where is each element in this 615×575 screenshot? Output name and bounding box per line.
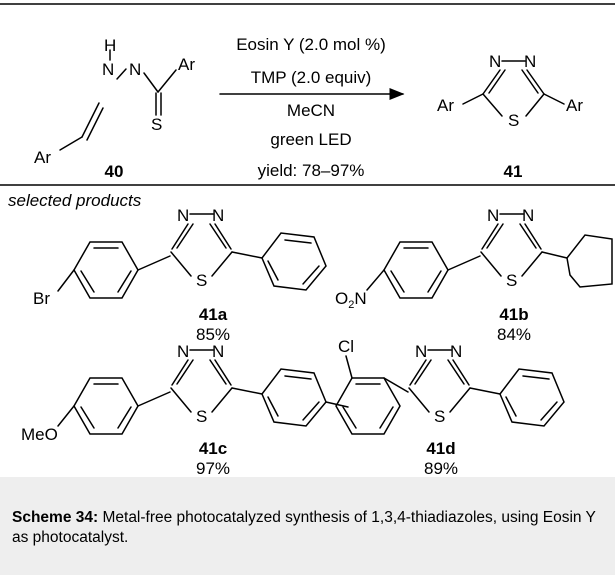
atom-ar: Ar <box>34 148 51 167</box>
atom-n: N <box>102 60 114 79</box>
substituent-br: Br <box>33 289 50 308</box>
reaction-scheme: H N N Ar S Ar Eosin Y (2.0 mol %) TMP (2… <box>0 3 615 477</box>
atom-n: N <box>212 342 224 361</box>
substituent-no2: O2N <box>335 289 367 311</box>
atom-n: N <box>524 52 536 71</box>
atom-n: N <box>489 52 501 71</box>
caption-text: Metal-free photocatalyzed synthesis of 1… <box>12 509 596 546</box>
atom-ar: Ar <box>437 96 454 115</box>
atom-n: N <box>129 60 141 79</box>
product-41c-yield: 97% <box>196 459 230 477</box>
atom-n: N <box>177 342 189 361</box>
condition-base: TMP (2.0 equiv) <box>251 68 372 87</box>
product-41a-structure <box>57 213 327 299</box>
product-41b-yield: 84% <box>497 325 531 344</box>
atom-s: S <box>196 271 207 290</box>
atom-n: N <box>177 206 189 225</box>
product-41c-label: 41c <box>199 439 227 458</box>
condition-light: green LED <box>270 130 351 149</box>
condition-catalyst: Eosin Y (2.0 mol %) <box>236 35 386 54</box>
section-heading: selected products <box>8 191 142 210</box>
atom-s: S <box>434 407 445 426</box>
product-label: 41 <box>504 162 523 181</box>
atom-s: S <box>151 115 162 134</box>
substituent-meo: MeO <box>21 425 58 444</box>
atom-h: H <box>104 36 116 55</box>
atom-n: N <box>487 206 499 225</box>
atom-ar: Ar <box>178 55 195 74</box>
product-41-ring <box>462 60 565 117</box>
product-41b-structure <box>366 213 613 299</box>
product-41d-structure <box>335 349 565 435</box>
figure-caption: Scheme 34: Metal-free photocatalyzed syn… <box>12 508 607 548</box>
product-41a-label: 41a <box>199 305 228 324</box>
atom-s: S <box>508 111 519 130</box>
caption-title: Scheme 34: <box>12 509 99 526</box>
condition-solvent: MeCN <box>287 101 335 120</box>
reactant-label: 40 <box>105 162 124 181</box>
atom-s: S <box>506 271 517 290</box>
atom-n: N <box>415 342 427 361</box>
product-41d-label: 41d <box>426 439 455 458</box>
atom-s: S <box>196 407 207 426</box>
atom-ar: Ar <box>566 96 583 115</box>
atom-n: N <box>212 206 224 225</box>
product-41d-yield: 89% <box>424 459 458 477</box>
product-41b-label: 41b <box>499 305 528 324</box>
substituent-cl: Cl <box>338 337 354 356</box>
atom-n: N <box>522 206 534 225</box>
product-41c-structure <box>57 349 349 435</box>
atom-n: N <box>450 342 462 361</box>
product-41a-yield: 85% <box>196 325 230 344</box>
reactant-40-structure <box>59 49 177 151</box>
caption-panel <box>0 477 615 575</box>
reaction-yield: yield: 78–97% <box>258 161 365 180</box>
